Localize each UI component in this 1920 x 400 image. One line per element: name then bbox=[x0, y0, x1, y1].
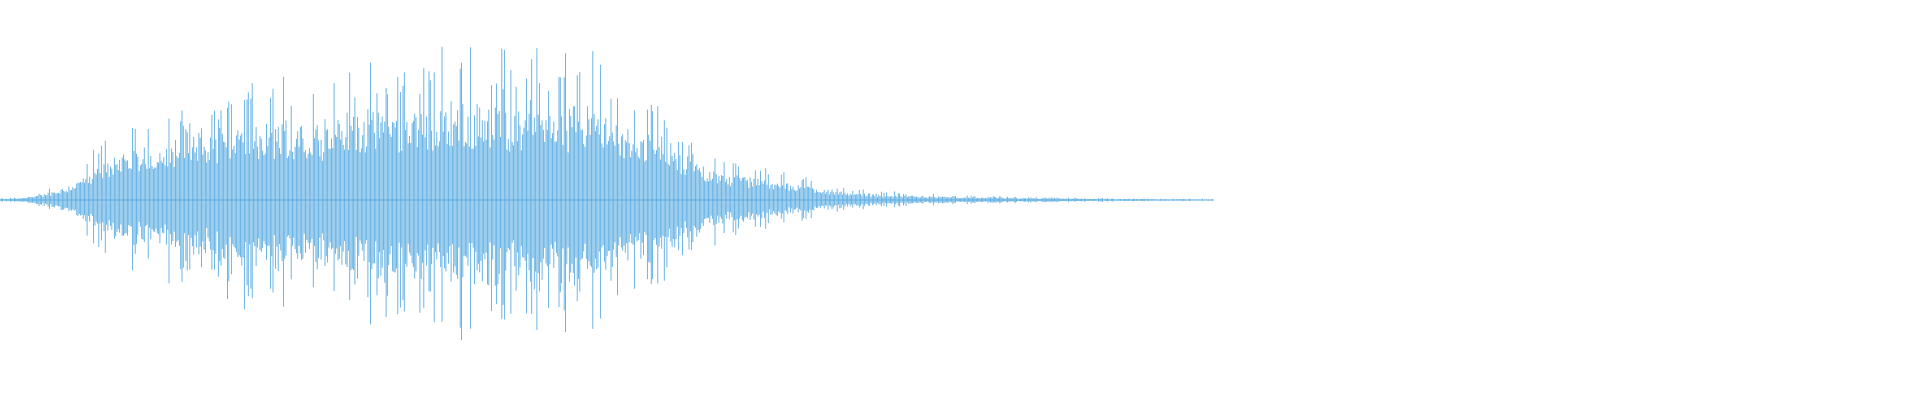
waveform-peaks bbox=[0, 46, 1214, 340]
